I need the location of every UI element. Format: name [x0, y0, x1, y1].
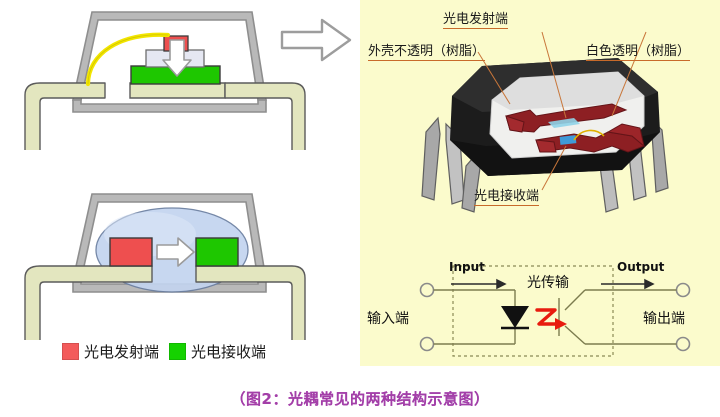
circuit-output-label-cn: 输出端: [643, 311, 685, 327]
legend: 光电发射端 光电接收端: [62, 340, 266, 362]
terminal-input-bottom: [419, 336, 435, 352]
photodiode-symbol: [501, 306, 529, 330]
legend-swatch-receiver: [169, 342, 187, 360]
current-arrows: [451, 278, 655, 290]
lead-frames-vertical: [24, 82, 306, 150]
isolation-boundary: [452, 265, 614, 357]
figure-caption-text: （图2：光耦常见的两种结构示意图）: [230, 390, 490, 408]
diagram-side-by-side: [24, 193, 306, 340]
package-shell-vertical: [72, 11, 267, 113]
label-receiver: 光电接收端: [474, 185, 540, 206]
legend-label-receiver: 光电接收端: [191, 342, 267, 361]
leader-lines: [477, 31, 647, 191]
diagram-vertical-stack: [24, 11, 306, 150]
receiver-chip-3d: [548, 118, 580, 128]
arrow-right-icon: [280, 18, 352, 62]
terminal-input-top: [419, 282, 435, 298]
label-emitter: 光电发射端: [443, 8, 509, 29]
label-opaque-shell: 外壳不透明（树脂）: [368, 40, 486, 61]
left-panel: 光电发射端 光电接收端: [24, 11, 306, 362]
emitter-die-side: [109, 237, 153, 267]
light-transmission-arrow: [535, 308, 567, 330]
receiver-die-side: [195, 237, 239, 267]
legend-label-emitter: 光电发射端: [84, 342, 160, 361]
circuit-input-label-cn: 输入端: [367, 311, 409, 327]
circuit-input-label-en: Input: [449, 260, 485, 274]
lead-frames-side: [24, 265, 306, 340]
terminal-output-bottom: [675, 336, 691, 352]
legend-swatch-emitter: [62, 342, 79, 360]
light-arrow-right: [156, 237, 195, 267]
label-clear-resin: 白色透明（树脂）: [586, 40, 691, 61]
figure-caption: （图2：光耦常见的两种结构示意图）: [0, 388, 720, 409]
circuit-output-label-en: Output: [617, 260, 665, 274]
legend-item-emitter: 光电发射端: [62, 341, 159, 362]
legend-item-receiver: 光电接收端: [169, 341, 266, 362]
bond-wire-3d: [573, 129, 605, 141]
terminal-output-top: [675, 282, 691, 298]
emitter-chip-3d: [559, 135, 577, 145]
circuit-light-transfer-label: 光传输: [527, 275, 569, 291]
right-panel: 光电发射端 外壳不透明（树脂） 白色透明（树脂） 光电接收端: [360, 0, 720, 366]
optocoupler-3d-cutaway: [421, 31, 669, 213]
optocoupler-schematic: Input 输入端 光传输 Output 输出端: [367, 260, 705, 362]
light-arrow-down: [162, 39, 192, 77]
